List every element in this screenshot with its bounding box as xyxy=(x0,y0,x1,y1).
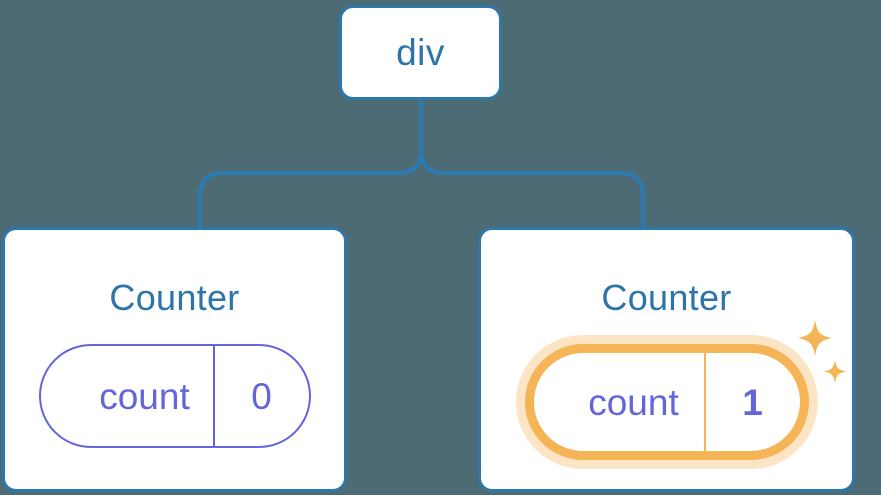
state-pill-right[interactable]: count 1 xyxy=(524,344,809,460)
state-pill-right-key: count xyxy=(588,381,679,423)
edge-to-right-child xyxy=(419,148,645,229)
sparkle-small-icon xyxy=(823,360,846,383)
state-pill-right-value: 1 xyxy=(703,353,800,451)
node-root-label: div xyxy=(396,32,445,73)
node-counter-right-title: Counter xyxy=(601,277,732,318)
node-counter-right[interactable]: Counter count 1 xyxy=(478,227,855,492)
state-pill-left[interactable]: count 0 xyxy=(38,344,311,448)
node-counter-left-title: Counter xyxy=(109,277,240,318)
state-pill-left-key: count xyxy=(99,375,190,417)
edge-to-left-child xyxy=(198,148,423,229)
sparkle-large-icon xyxy=(797,320,832,356)
state-pill-wrap-left: count 0 xyxy=(38,344,311,448)
node-root-div[interactable]: div xyxy=(339,5,502,100)
state-pill-wrap-right: count 1 xyxy=(524,320,846,460)
node-counter-left[interactable]: Counter count 0 xyxy=(2,227,347,492)
state-pill-left-value: 0 xyxy=(212,346,309,446)
